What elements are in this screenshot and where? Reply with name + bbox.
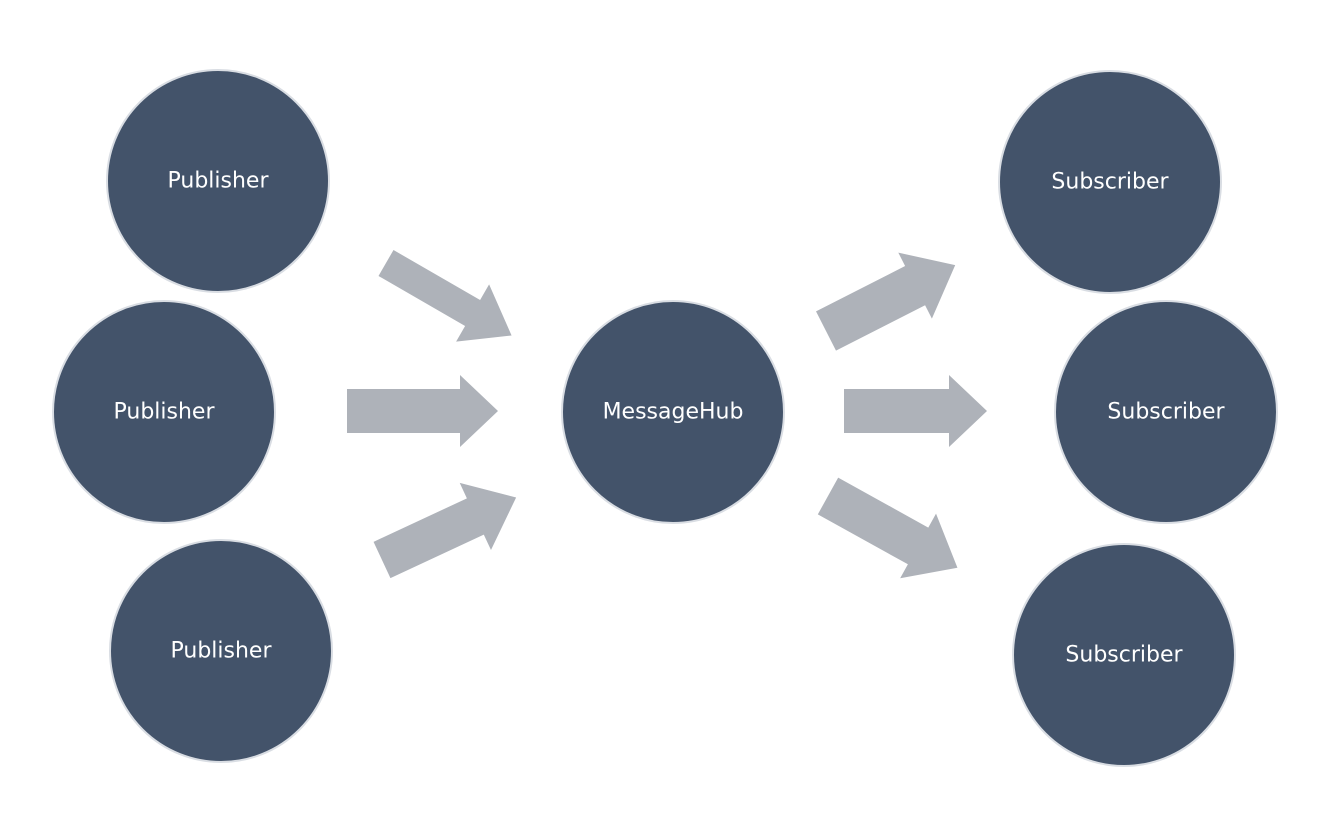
messagehub-label: MessageHub: [603, 400, 744, 425]
subscriber-2-label: Subscriber: [1107, 400, 1225, 425]
publisher-2-label: Publisher: [114, 400, 216, 425]
arrow-publisher-1-to-hub: [378, 250, 512, 342]
arrow-publisher-2-to-hub: [347, 375, 498, 447]
subscriber-node-3: Subscriber: [1012, 543, 1236, 767]
arrow-hub-to-subscriber-3: [817, 477, 958, 579]
subscriber-1-label: Subscriber: [1051, 170, 1169, 195]
publisher-1-label: Publisher: [168, 169, 270, 194]
publisher-node-3: Publisher: [109, 539, 333, 763]
publisher-node-2: Publisher: [52, 300, 276, 524]
subscriber-node-1: Subscriber: [998, 70, 1222, 294]
subscriber-3-label: Subscriber: [1065, 643, 1183, 668]
arrow-hub-to-subscriber-1: [816, 252, 956, 351]
subscriber-node-2: Subscriber: [1054, 300, 1278, 524]
messagehub-node: MessageHub: [561, 300, 785, 524]
publisher-node-1: Publisher: [106, 69, 330, 293]
publisher-3-label: Publisher: [171, 639, 273, 664]
arrow-hub-to-subscriber-2: [844, 375, 987, 447]
arrow-publisher-3-to-hub: [373, 482, 517, 579]
